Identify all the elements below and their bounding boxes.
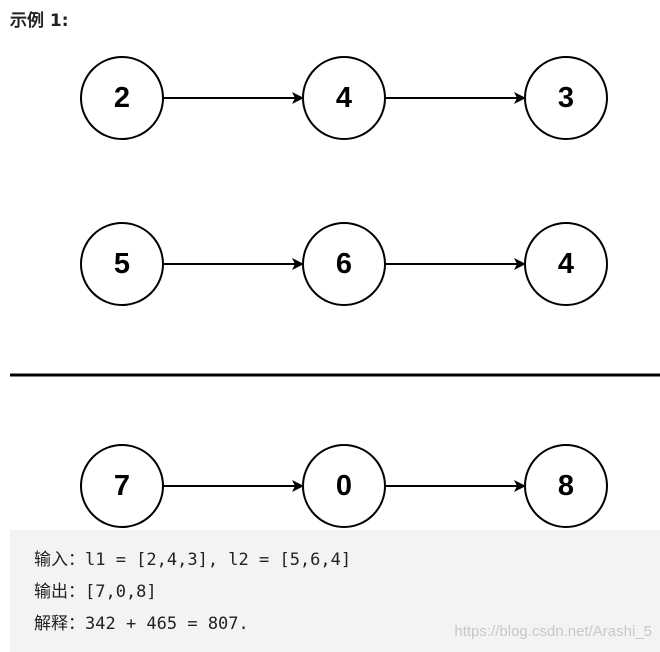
watermark-text: https://blog.csdn.net/Arashi_5 — [454, 623, 652, 640]
list-node-circle — [524, 56, 608, 140]
linked-list-diagram: 2 4 3 5 6 4 7 0 8 — [10, 56, 660, 528]
list-node-value: 2 — [114, 82, 130, 114]
input-line: 输入：l1 = [2,4,3], l2 = [5,6,4] — [34, 550, 352, 570]
example-code-block: 输入：l1 = [2,4,3], l2 = [5,6,4] 输出：[7,0,8]… — [10, 530, 660, 652]
explanation-line: 解释：342 + 465 = 807. — [34, 614, 249, 634]
list-node-value: 0 — [336, 470, 352, 502]
list-l1-row: 2 4 3 — [80, 56, 608, 140]
list-node-value: 4 — [558, 248, 574, 280]
list-node-circle — [524, 444, 608, 528]
output-line: 输出：[7,0,8] — [34, 582, 157, 602]
example-heading: 示例 1: — [10, 11, 69, 31]
list-node-circle — [524, 222, 608, 306]
list-node-value: 6 — [336, 248, 352, 280]
list-node-value: 8 — [558, 470, 574, 502]
list-l2-row: 5 6 4 — [80, 222, 608, 306]
list-node-value: 4 — [336, 82, 352, 114]
list-node-value: 3 — [558, 82, 574, 114]
list-node-value: 5 — [114, 248, 130, 280]
result-list-row: 7 0 8 — [80, 444, 608, 528]
list-node-value: 7 — [114, 470, 130, 502]
